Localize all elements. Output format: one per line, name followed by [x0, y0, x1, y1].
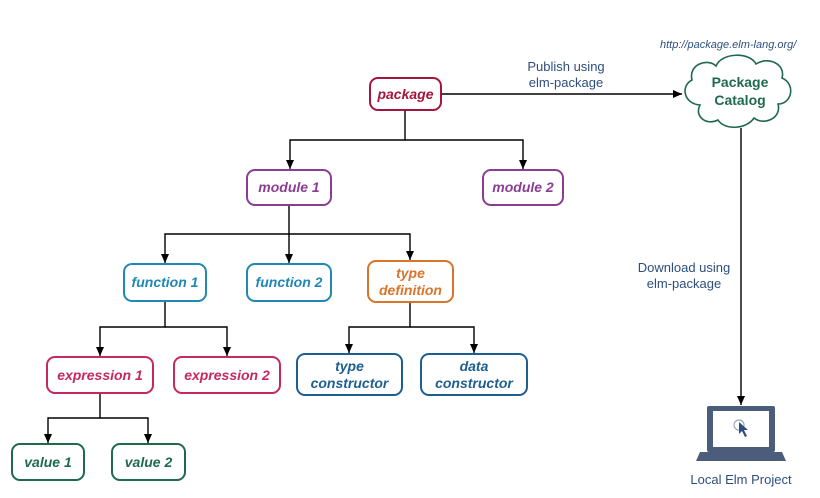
laptop-icon [696, 406, 786, 461]
node-function-1: function 1 [123, 263, 207, 302]
node-package: package [369, 77, 442, 111]
edge-package-module-1 [286, 111, 406, 169]
node-data-constructor: data constructor [420, 353, 528, 396]
node-module-1: module 1 [246, 169, 332, 206]
local-project-label: Local Elm Project [690, 472, 792, 487]
node-expression-1: expression 1 [46, 356, 154, 394]
edge-module-1-function-1 [161, 206, 290, 263]
catalog-url: http://package.elm-lang.org/ [660, 39, 797, 51]
node-type-constructor: type constructor [296, 353, 403, 396]
node-function-2: function 2 [246, 263, 332, 302]
edge-expression-1-value-1 [44, 394, 101, 443]
node-value-2: value 2 [111, 443, 186, 481]
node-module-2: module 2 [482, 169, 564, 206]
edge-function-1-expression-1 [96, 302, 166, 356]
catalog-title: Package Catalog [711, 74, 769, 108]
edge-type-definition-type-constructor [345, 303, 411, 353]
edge-type-definition-data-constructor [410, 326, 478, 353]
cloud-icon [684, 54, 792, 129]
download-label: Download using elm-package [637, 260, 731, 291]
edge-expression-1-value-2 [100, 417, 152, 443]
edge-module-1-type-definition [289, 233, 414, 260]
node-type-definition: type definition [367, 260, 454, 303]
publish-label: Publish using elm-package [527, 59, 605, 90]
edge-package-module-2 [405, 139, 527, 169]
edge-function-1-expression-2 [165, 326, 231, 356]
node-value-1: value 1 [11, 443, 85, 481]
node-expression-2: expression 2 [173, 356, 281, 394]
